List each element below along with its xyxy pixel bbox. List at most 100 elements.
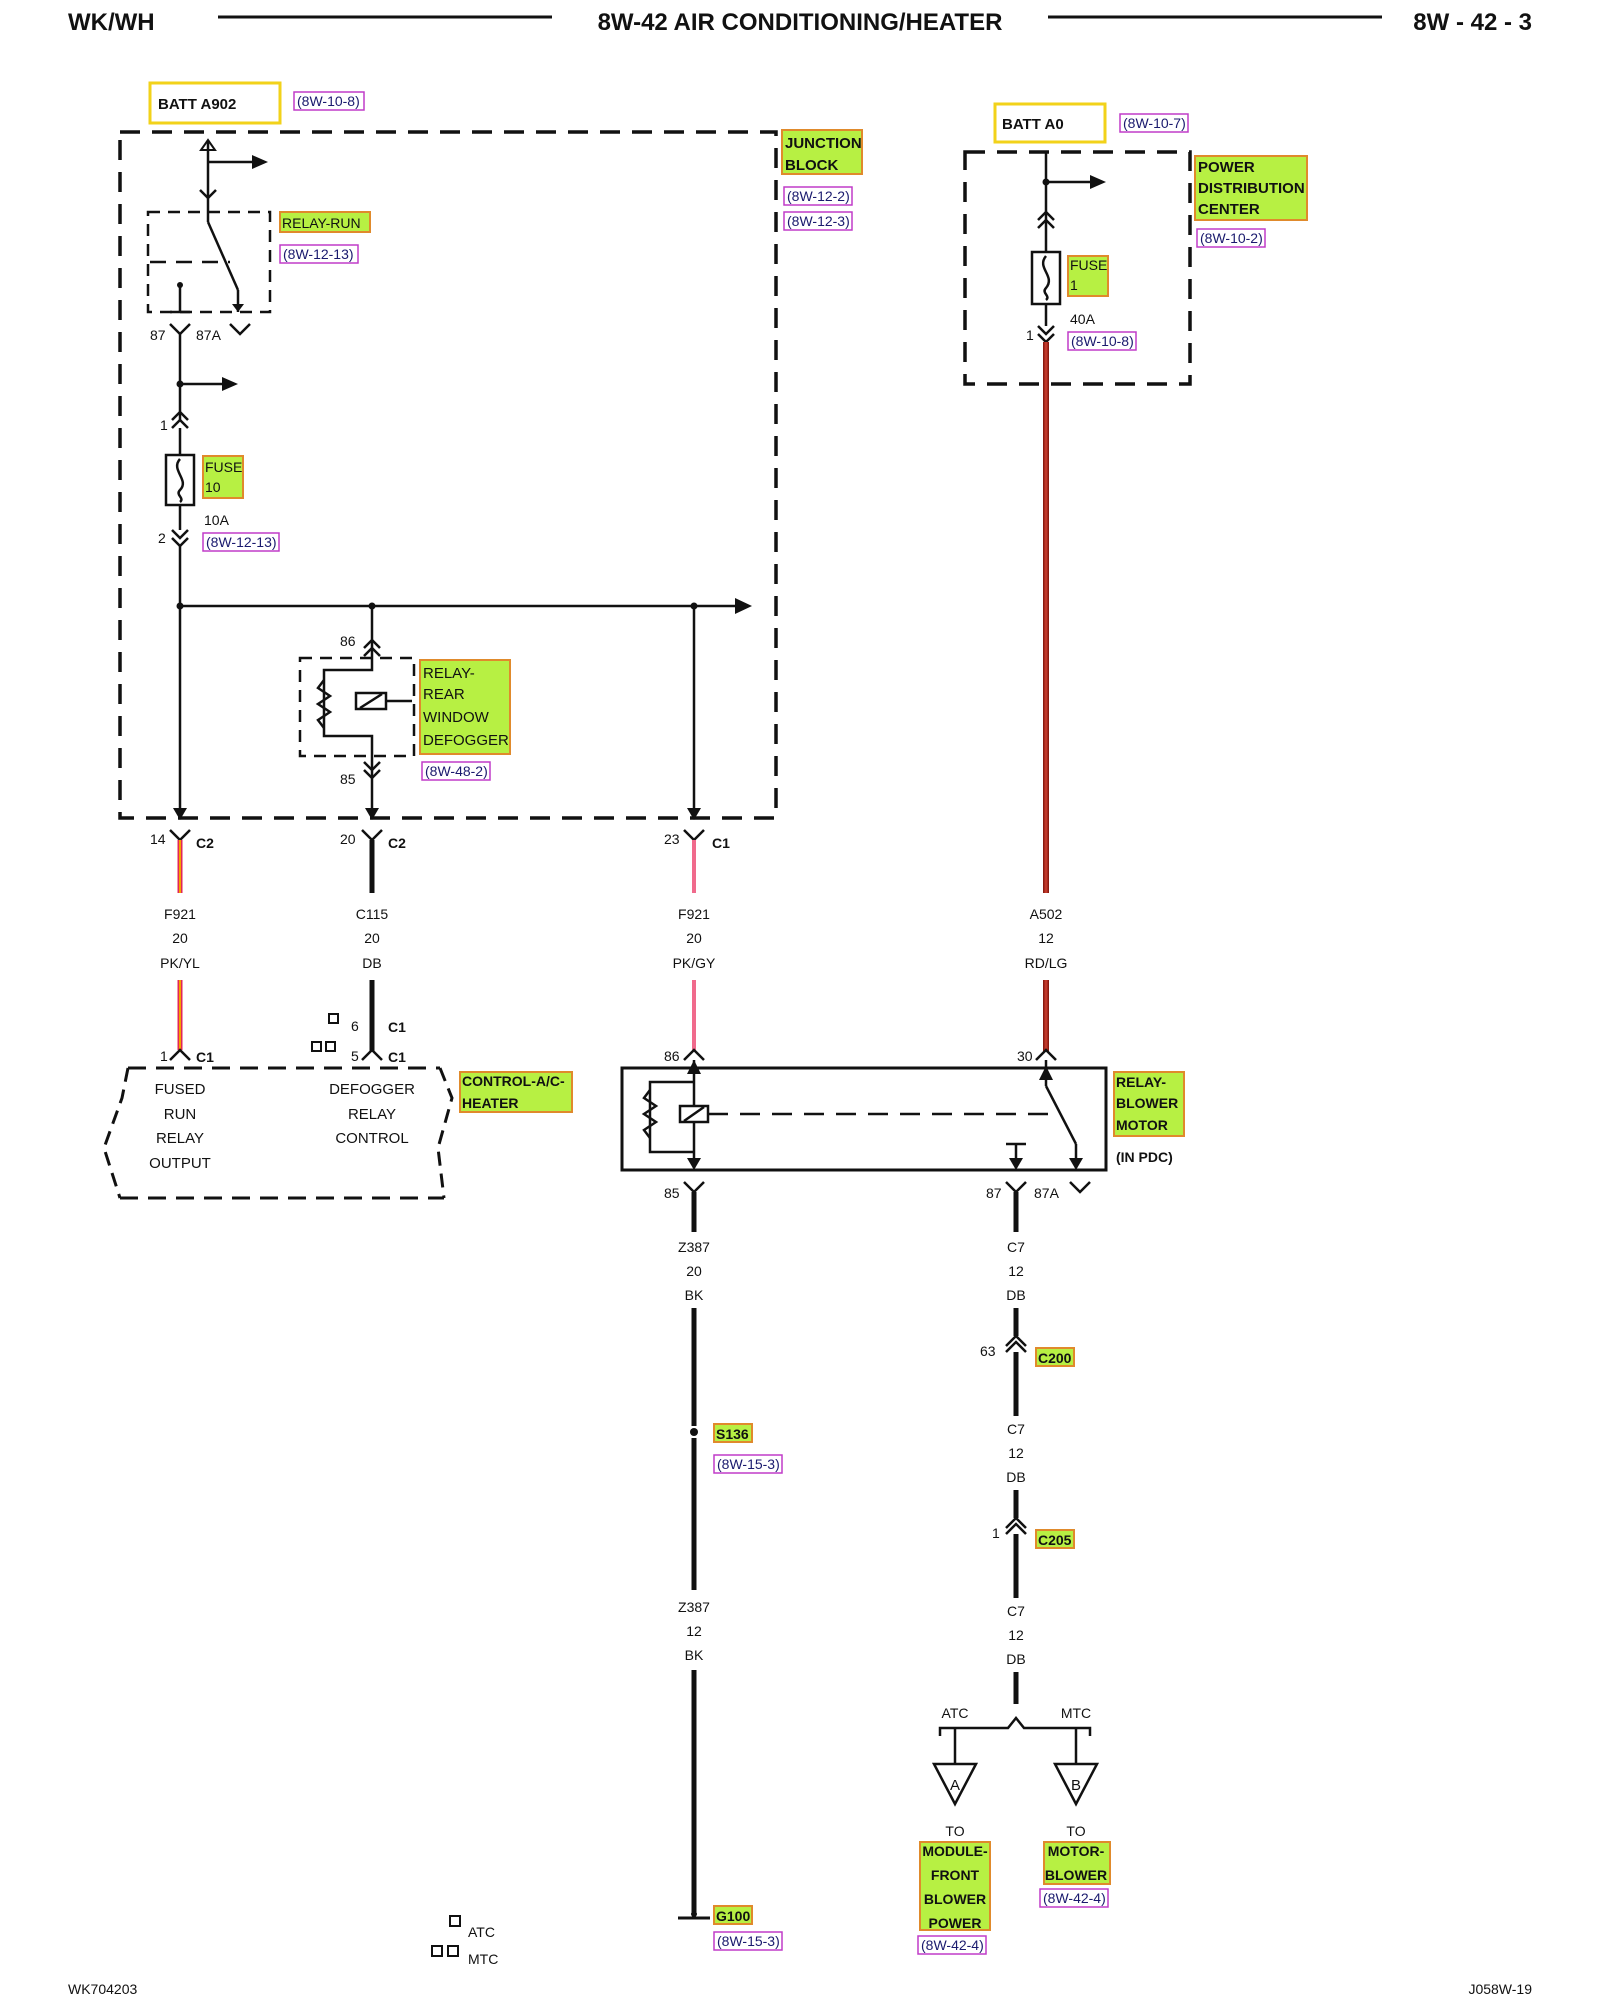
branch-bar [938,1715,1092,1736]
legend-atc-label: ATC [468,1924,495,1940]
fuse-1-ref[interactable]: (8W-10-8) [1071,333,1134,349]
conn-c200-pin: 63 [980,1343,996,1359]
connector-chevron [1037,218,1055,229]
control-module-left-edge [102,1067,130,1199]
to-a-line-1: MODULE- [922,1843,988,1859]
control-left-label-4: OUTPUT [149,1155,211,1172]
arrow-head [365,808,379,820]
legend-atc-box [449,1915,461,1927]
conn-c200-label-box [1035,1347,1075,1367]
connector-chevron [229,323,251,336]
batt-a0-ref[interactable]: (8W-10-7) [1123,115,1186,131]
fuse-10-ref[interactable]: (8W-12-13) [206,534,277,550]
footer-right: J058W-19 [1468,1981,1532,1997]
blower-relay-switch-arm [1044,1085,1078,1145]
conn-c1-23-name: C1 [712,835,730,851]
ground-g100-dot [691,1911,697,1917]
connector-chevron [171,418,189,429]
wire-f921-a-circuit: F921 [164,906,196,922]
control-left-label-1: FUSED [155,1081,206,1098]
to-b-box [1043,1841,1111,1885]
connector-chevron [171,529,189,540]
blower-relay-label-box [1113,1071,1185,1137]
control-module-label-box [459,1071,573,1113]
batt-a0-box [993,102,1107,144]
arrow-head [252,155,268,169]
wire-z387-a-gauge: 20 [686,1263,702,1279]
splice-s136-ref[interactable]: (8W-15-3) [717,1456,780,1472]
arrow-head [173,808,187,820]
pdc-label-box [1194,155,1308,221]
arrow-head [687,1158,701,1170]
rwd-relay-ref[interactable]: (8W-48-2) [425,763,488,779]
arrow-head [1090,175,1106,189]
rwd-relay-pin-85: 85 [340,771,356,787]
control-right-label-1: DEFOGGER [329,1081,415,1098]
junction-block-label-box [781,129,863,175]
to-b-line-1: MOTOR- [1048,1843,1105,1859]
junction-block-ref-1[interactable]: (8W-12-2) [787,188,850,204]
ground-g100-ref[interactable]: (8W-15-3) [717,1933,780,1949]
junction-block-ref-2[interactable]: (8W-12-3) [787,213,850,229]
connector-chevron [169,829,191,842]
connector-chevron [1005,1522,1027,1535]
wire-a502-circuit: A502 [1030,906,1063,922]
relay-run-ref[interactable]: (8W-12-13) [283,246,354,262]
batt-a0-label: BATT A0 [1002,116,1064,133]
to-a-ref-box [917,1935,987,1955]
fuse-10-pin-out: 2 [158,530,166,546]
ground-g100-label-box [713,1905,753,1925]
fuse-10-element [175,458,185,503]
relay-run-label: RELAY-RUN [282,215,361,231]
arrow-head [687,1060,701,1074]
wire-f921-b-circuit: F921 [678,906,710,922]
fuse-10-label-2: 10 [205,479,221,495]
control-right-label-2: RELAY [348,1106,396,1123]
to-b-label: TO [1066,1823,1085,1839]
pdc-ref[interactable]: (8W-10-2) [1200,230,1263,246]
control-pin-6: 6 [351,1018,359,1034]
blower-relay-coil-diag [683,1105,705,1123]
control-left-label-2: RUN [164,1106,197,1123]
fuse-1-label-box [1067,255,1109,297]
blower-relay-pin-87: 87 [986,1185,1002,1201]
pdc-outline [963,150,1192,386]
conn-c205-label: C205 [1038,1532,1072,1548]
wire-f921-b-color: PK/GY [673,955,716,971]
fuse-1-element [1041,255,1051,301]
rwd-relay-label-2: REAR [423,686,465,703]
batt-a0-ref-box [1119,113,1189,133]
wire-z387-b-gauge: 12 [686,1623,702,1639]
wire-c7-a-gauge: 12 [1008,1263,1024,1279]
connector-chevron [1005,1516,1027,1529]
pdc-label-1: POWER [1198,159,1255,176]
batt-a902-ref[interactable]: (8W-10-8) [297,93,360,109]
blower-relay-label-3: MOTOR [1116,1117,1168,1133]
blower-relay-resistor [641,1089,659,1139]
ground-g100-label: G100 [716,1908,750,1924]
connector-chevron [363,638,381,649]
blower-relay-location: (IN PDC) [1116,1149,1173,1165]
offpage-b-triangle [1052,1762,1100,1807]
splice-dot [176,380,184,388]
fuse-10-label-box [202,455,244,499]
to-a-ref[interactable]: (8W-42-4) [921,1937,984,1953]
wire-c7-a-color: DB [1006,1287,1025,1303]
wire-c115-color: DB [362,955,381,971]
wire-f921-a-gauge: 20 [172,930,188,946]
connector-chevron [1005,1334,1027,1347]
splice-s136-label: S136 [716,1426,749,1442]
junction-block-label-2: BLOCK [785,157,838,174]
conn-c2-20-pin: 20 [340,831,356,847]
conn-c1-23-pin: 23 [664,831,680,847]
fuse-1-rating: 40A [1070,311,1096,327]
atc-marker-box [328,1013,339,1024]
relay-run-pin-87a: 87A [196,327,222,343]
wire-c7-b-color: DB [1006,1469,1025,1485]
to-b-ref[interactable]: (8W-42-4) [1043,1890,1106,1906]
arrow-head [222,377,238,391]
pdc-label-2: DISTRIBUTION [1198,180,1305,197]
connector-chevron [169,1048,191,1061]
splice-dot [176,602,184,610]
